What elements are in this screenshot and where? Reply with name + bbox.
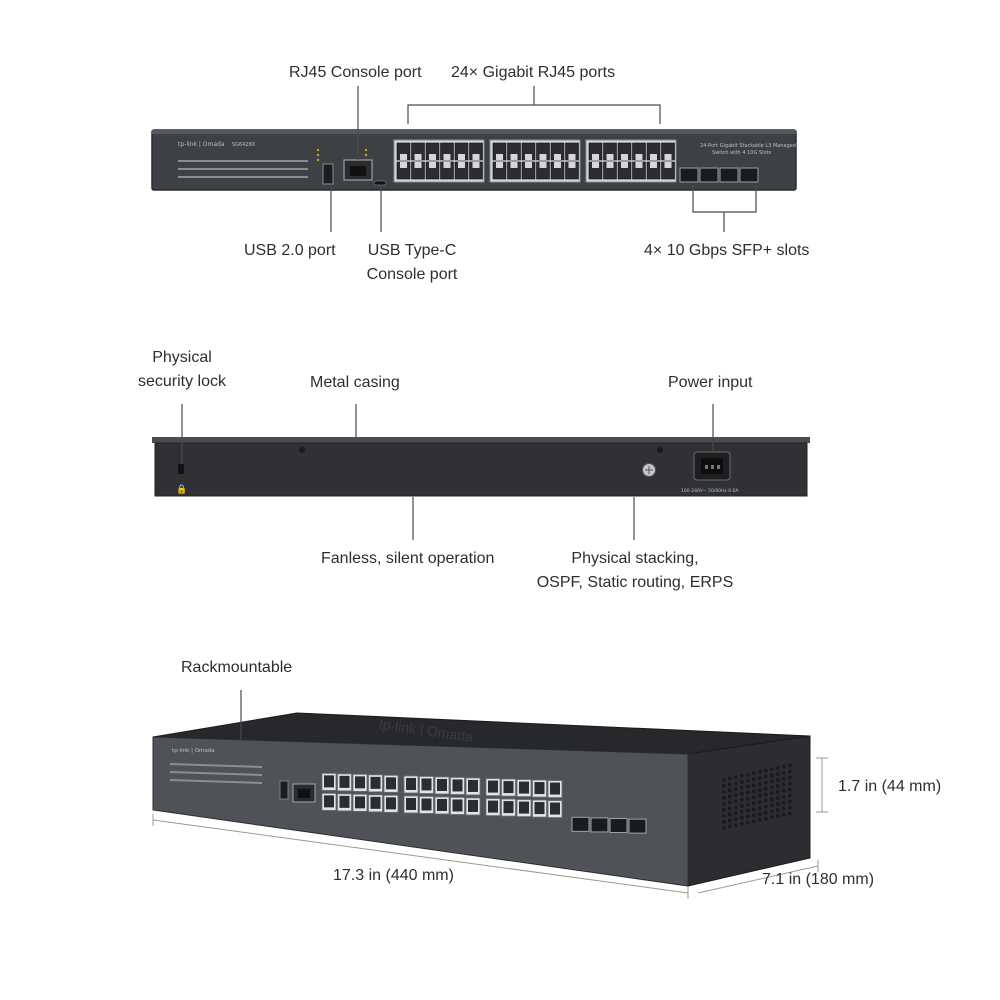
sfp-slot xyxy=(719,167,739,183)
front-brand: tp-link | Omada xyxy=(178,141,225,148)
security-lock-label-2: security lock xyxy=(137,373,227,390)
sfp-slot xyxy=(628,818,647,834)
sfp-slot xyxy=(590,817,609,833)
depth-dimension-label: 7.1 in (180 mm) xyxy=(762,871,875,888)
rear-callouts xyxy=(181,404,714,540)
stacking-label-1: Physical stacking, xyxy=(571,550,699,567)
status-leds xyxy=(178,160,308,178)
sfp-slot xyxy=(571,816,590,832)
power-input-label: Power input xyxy=(668,374,753,391)
sfp-slots xyxy=(679,167,759,183)
perspective-sfp-slots xyxy=(571,816,647,834)
rear-panel: 🔒 100-240V~ 50/60Hz 0.6A xyxy=(152,437,810,497)
lock-icon: 🔒 xyxy=(176,484,187,494)
sfp-slot xyxy=(679,167,699,183)
rj45-console-label: RJ45 Console port xyxy=(289,64,422,81)
usbc-label-2: Console port xyxy=(366,266,458,283)
sfp-label: 4× 10 Gbps SFP+ slots xyxy=(644,242,810,259)
power-rating: 100-240V~ 50/60Hz 0.6A xyxy=(681,488,739,494)
perspective-rj45-ports xyxy=(321,772,563,818)
security-lock-slot xyxy=(178,464,184,474)
fanless-label: Fanless, silent operation xyxy=(321,550,495,567)
front-panel: tp-link | Omada SG6428X 24-Port Gigabit … xyxy=(151,129,797,191)
usb2-label: USB 2.0 port xyxy=(244,242,336,259)
gigabit-ports-label: 24× Gigabit RJ45 ports xyxy=(451,64,616,81)
front-description-2: Switch with 4 10G Slots xyxy=(712,150,771,156)
sfp-slot xyxy=(739,167,759,183)
dimension-lines xyxy=(152,690,828,899)
perspective-leds xyxy=(170,763,262,784)
width-dimension-label: 17.3 in (440 mm) xyxy=(333,867,454,884)
rackmountable-label: Rackmountable xyxy=(181,659,293,676)
sfp-slot xyxy=(699,167,719,183)
usbc-label-1: USB Type-C xyxy=(367,242,457,259)
perspective-view: tp-link | Omada tp-link | Omada xyxy=(152,712,811,887)
gigabit-rj45-ports xyxy=(393,139,677,183)
security-lock-label-1: Physical xyxy=(152,349,212,366)
front-description-1: 24-Port Gigabit Stackable L3 Managed xyxy=(700,143,796,149)
usbc-console-port xyxy=(373,180,387,186)
side-vents xyxy=(722,763,792,830)
metal-casing-label: Metal casing xyxy=(310,374,400,391)
sfp-slot xyxy=(609,818,628,834)
front-callouts xyxy=(330,86,757,232)
perspective-brand: tp-link | Omada xyxy=(172,748,215,754)
stacking-label-2: OSPF, Static routing, ERPS xyxy=(536,574,734,591)
height-dimension-label: 1.7 in (44 mm) xyxy=(838,778,942,795)
front-model: SG6428X xyxy=(232,142,256,148)
usb2-port xyxy=(322,163,334,185)
